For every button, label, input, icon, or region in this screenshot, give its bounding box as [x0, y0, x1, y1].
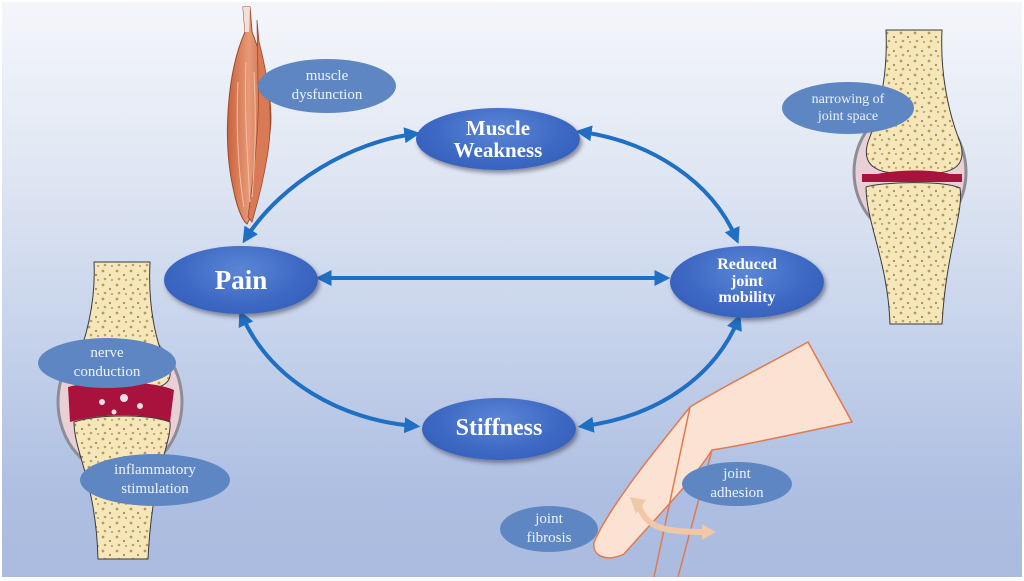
node-label: joint	[731, 272, 763, 290]
node-label: Muscle	[465, 115, 531, 140]
tag-label: nerve	[90, 345, 124, 362]
healthy-joint-illustration	[852, 29, 968, 325]
arrow-muscle-weakness-mobility	[575, 125, 740, 244]
bent-finger-illustration	[593, 340, 854, 577]
node-label: Reduced	[717, 255, 777, 273]
tag-label: adhesion	[710, 485, 764, 501]
cycle-arrows	[238, 125, 742, 434]
tag-label: joint	[535, 511, 563, 528]
tag-joint-adhesion: joint adhesion	[682, 462, 792, 506]
node-label: Pain	[214, 264, 268, 295]
arrow-stiffness-mobility	[577, 314, 742, 433]
tag-label: inflammatory	[114, 462, 196, 479]
node-pain: Pain	[164, 246, 318, 314]
tag-label: stimulation	[121, 481, 189, 497]
node-stiffness: Stiffness	[422, 398, 576, 460]
node-label: mobility	[718, 289, 776, 307]
arrow-pain-muscle-weakness	[242, 127, 421, 244]
arrow-pain-stiffness	[238, 310, 421, 434]
tag-label: muscle	[305, 68, 349, 85]
tag-narrowing-of-joint-space: narrowing of joint space	[782, 82, 914, 134]
tag-joint-fibrosis: joint fibrosis	[500, 506, 598, 552]
tag-label: narrowing of	[811, 91, 885, 107]
node-label: Stiffness	[455, 415, 543, 442]
tag-label: dysfunction	[291, 87, 363, 103]
tag-inflammatory-stimulation: inflammatory stimulation	[80, 454, 230, 506]
muscle-illustration	[226, 6, 272, 225]
tag-label: joint	[723, 466, 751, 483]
tag-label: joint space	[817, 109, 879, 124]
tag-label: conduction	[73, 364, 141, 380]
node-label: Weakness	[453, 138, 543, 162]
tag-nerve-conduction: nerve conduction	[38, 338, 176, 388]
tag-label: fibrosis	[526, 530, 572, 546]
inflamed-joint-illustration	[56, 261, 184, 560]
tag-muscle-dysfunction: muscle dysfunction	[258, 59, 396, 113]
